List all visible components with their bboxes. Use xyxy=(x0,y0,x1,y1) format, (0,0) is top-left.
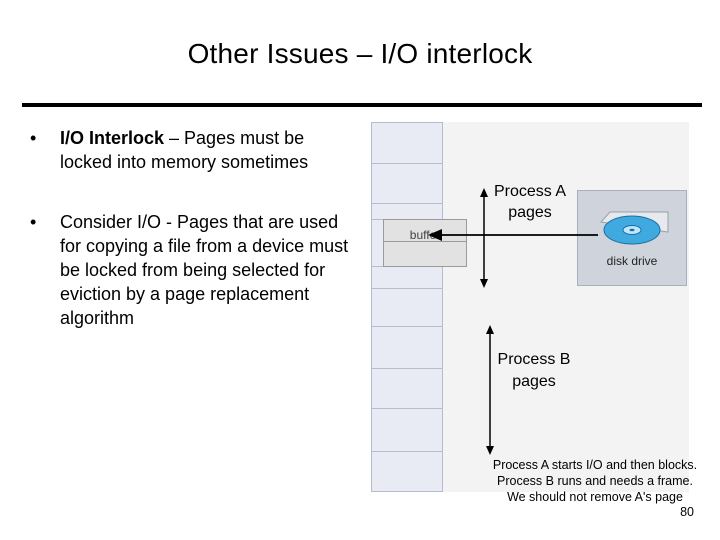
process-b-label: Process B pages xyxy=(497,351,571,390)
bullet-list: • I/O Interlock – Pages must be locked i… xyxy=(30,126,350,330)
buffer-label: buffer xyxy=(409,228,441,242)
title-divider xyxy=(22,103,702,107)
page-number: 80 xyxy=(680,505,694,519)
io-transfer-arrow xyxy=(428,229,598,241)
slide-title: Other Issues – I/O interlock xyxy=(187,38,533,69)
figure-background xyxy=(443,122,689,492)
disk-drive-label: disk drive xyxy=(606,254,658,268)
bullet-text: Consider I/O - Pages that are used for c… xyxy=(60,212,349,328)
bullet-io-interlock: • I/O Interlock – Pages must be locked i… xyxy=(30,126,350,174)
physical-memory-frames xyxy=(371,122,443,492)
caption-line: Process A starts I/O and then blocks. xyxy=(492,458,698,472)
figure-caption: Process A starts I/O and then blocks. Pr… xyxy=(470,457,720,505)
disk-platter-icon xyxy=(600,211,669,245)
bullet-term: I/O Interlock xyxy=(60,128,165,148)
bullet-marker: • xyxy=(30,128,37,148)
caption-line: We should not remove A's page xyxy=(507,490,683,504)
bullet-text: – Pages must be locked into memory somet… xyxy=(60,128,309,172)
bullet-consider-io: • Consider I/O - Pages that are used for… xyxy=(30,210,350,330)
buffer-block xyxy=(383,219,467,267)
bullet-marker: • xyxy=(30,212,37,232)
process-a-label: Process A pages xyxy=(493,183,567,221)
process-a-span-arrow xyxy=(480,188,488,288)
process-b-span-arrow xyxy=(486,325,494,455)
caption-line: Process B runs and needs a frame. xyxy=(497,474,693,488)
